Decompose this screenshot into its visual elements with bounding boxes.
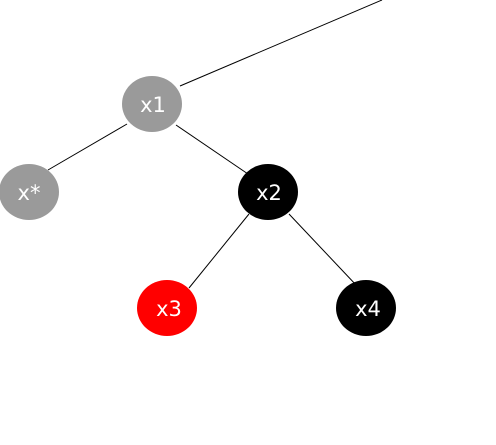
edge-x1-x2: [175, 124, 249, 175]
node-xstar-circle: [0, 164, 59, 220]
edge-x2-x3: [188, 213, 250, 289]
node-x4-label: x4: [355, 297, 381, 321]
edge-parent-x1: [179, 0, 383, 87]
node-x3: x3: [137, 280, 197, 336]
node-x3-label: x3: [156, 297, 182, 321]
edge-x1-xstar: [47, 123, 128, 171]
node-x1: x1: [122, 76, 182, 132]
node-x3-circle: [137, 280, 197, 336]
node-x4: x4: [336, 280, 396, 336]
node-xstar: x*: [0, 164, 59, 220]
node-x2: x2: [238, 164, 298, 220]
node-x2-circle: [238, 164, 298, 220]
node-x4-circle: [336, 280, 396, 336]
edge-x2-x4: [288, 213, 358, 287]
node-x1-circle: [122, 76, 182, 132]
node-x1-label: x1: [140, 93, 166, 117]
node-x2-label: x2: [256, 181, 282, 205]
node-xstar-label: x*: [18, 181, 41, 205]
